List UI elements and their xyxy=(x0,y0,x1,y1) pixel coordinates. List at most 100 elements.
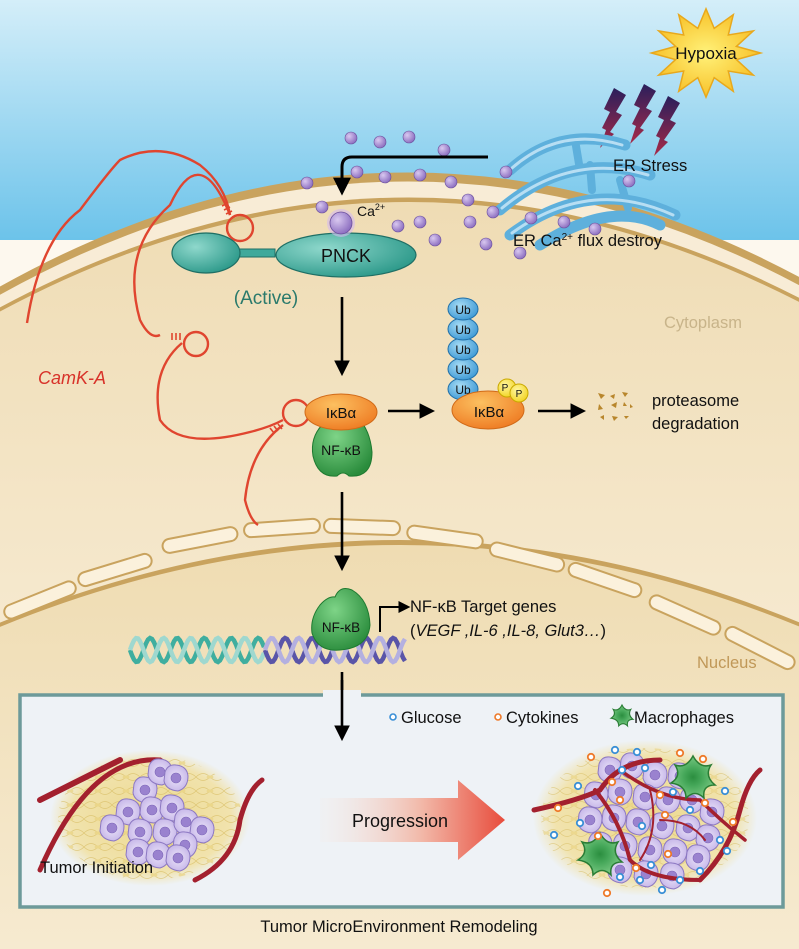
proteasome-fragments-icon xyxy=(598,392,633,421)
degradation-label: degradation xyxy=(652,415,739,433)
cytokine-particle xyxy=(593,831,603,841)
nuclear-pore xyxy=(243,517,321,539)
nuclear-pore xyxy=(406,524,484,550)
glucose-particle xyxy=(615,872,625,882)
tme-legend: Glucose Cytokines Macrophages xyxy=(389,703,734,728)
calcium-ion xyxy=(413,215,427,229)
nuclear-nfkb: NF-κB xyxy=(311,588,371,651)
cytokine-particle xyxy=(607,777,617,787)
calcium-ion xyxy=(588,222,602,236)
calcium-ion xyxy=(350,165,364,179)
macrophage xyxy=(575,831,625,878)
er-flux-label: ER Ca2+ flux destroy xyxy=(513,232,663,250)
macrophage-icon xyxy=(609,703,635,728)
lightning-icon xyxy=(654,96,680,156)
progression-arrow: Progression xyxy=(320,780,505,860)
glucose-particle xyxy=(635,875,645,885)
cytokine-particle xyxy=(631,863,641,873)
camk-a-label: CamK-A xyxy=(38,368,106,388)
tumor-cell-nucleus xyxy=(196,824,208,836)
starburst-icon xyxy=(648,6,764,100)
glucose-particle xyxy=(722,846,732,856)
target-genes-list: (VEGF ,IL-6 ,IL-8, Glut3…) xyxy=(410,622,606,640)
nucleus-label: Nucleus xyxy=(697,654,757,672)
calcium-ion xyxy=(486,205,500,219)
tumor-cell-nucleus xyxy=(154,766,166,778)
phosphate-label: P xyxy=(516,389,523,400)
er-stress-label: ER Stress xyxy=(613,157,687,175)
macrophage xyxy=(668,754,718,801)
hypoxia-label: Hypoxia xyxy=(675,44,737,63)
lightning-bolts xyxy=(600,84,680,156)
ubiquitin-label: Ub xyxy=(455,343,471,357)
glucose-particle xyxy=(657,885,667,895)
proteasome-label: proteasome xyxy=(652,392,739,410)
tumor-cell-nucleus xyxy=(180,816,192,828)
tme-caption: Tumor MicroEnvironment Remodeling xyxy=(260,918,537,936)
cytokine-particle xyxy=(698,754,708,764)
glucose-particle xyxy=(637,821,647,831)
calcium-ions xyxy=(300,130,636,260)
tumor-cell-nucleus xyxy=(656,820,668,832)
phosphate-label: P xyxy=(502,383,509,394)
cytokine-particle xyxy=(602,888,612,898)
legend-glucose: Glucose xyxy=(401,709,462,727)
transcription-start-arrow xyxy=(379,601,411,632)
cytokine-particle xyxy=(700,798,710,808)
tumor-cell-nucleus xyxy=(152,849,164,861)
dna-strand xyxy=(262,635,407,665)
target-genes-title: NF-κB Target genes xyxy=(410,598,556,616)
tumor-cell-nucleus xyxy=(584,814,596,826)
tumor-cell-nucleus xyxy=(170,772,182,784)
nuclear-pore xyxy=(323,517,401,537)
nfkb-label: NF-κB xyxy=(321,442,361,458)
nuclear-pore xyxy=(488,541,566,573)
calcium-ion xyxy=(413,168,427,182)
ubiquitin-label: Ub xyxy=(455,383,471,397)
glucose-cytokine-particles xyxy=(549,745,738,898)
pnck-state-label: (Active) xyxy=(234,288,298,309)
glucose-particle xyxy=(685,805,695,815)
progression-arrow-shape xyxy=(320,780,505,860)
calcium-ion xyxy=(391,219,405,233)
glucose-particle xyxy=(610,745,620,755)
calcium-label: Ca2+ xyxy=(357,202,385,219)
glucose-particle xyxy=(575,818,585,828)
glucose-particle xyxy=(573,781,583,791)
cytokine-icon xyxy=(494,713,502,721)
lncrna-stem-ticks xyxy=(171,202,283,434)
tumor-cell-nucleus xyxy=(134,826,146,838)
glucose-particle xyxy=(617,765,627,775)
calcium-ion xyxy=(557,215,571,229)
cytokine-particle xyxy=(660,810,670,820)
legend-macrophages: Macrophages xyxy=(634,709,734,727)
nuclear-pores xyxy=(3,517,796,671)
pnck-kinase: PNCK (Active) xyxy=(171,209,417,309)
ikba-protein-degrading xyxy=(451,390,525,430)
calcium-ion xyxy=(378,170,392,184)
calcium-ion xyxy=(444,175,458,189)
tumor-cell-nucleus xyxy=(166,802,178,814)
tumor-cell-nucleus xyxy=(146,804,158,816)
lightning-icon xyxy=(630,84,656,144)
nuclear-pore xyxy=(567,561,643,599)
tumor-cell-nucleus xyxy=(692,852,704,864)
tumor-initiation: Tumor Initiation xyxy=(37,750,265,886)
cytokine-particle xyxy=(728,817,738,827)
calcium-ion xyxy=(344,131,358,145)
macrophage-body xyxy=(575,831,625,878)
macrophages xyxy=(575,754,718,878)
cytokine-particle xyxy=(655,790,665,800)
dna-helix xyxy=(127,635,407,665)
tumor-cell-nucleus xyxy=(139,784,151,796)
tumor-cell-nucleus xyxy=(639,791,651,803)
glucose-particle xyxy=(668,787,678,797)
glucose-particle xyxy=(695,866,705,876)
glucose-particle xyxy=(632,747,642,757)
calcium-ion xyxy=(499,165,513,179)
calcium-ion xyxy=(300,176,314,190)
glucose-icon xyxy=(389,713,397,721)
